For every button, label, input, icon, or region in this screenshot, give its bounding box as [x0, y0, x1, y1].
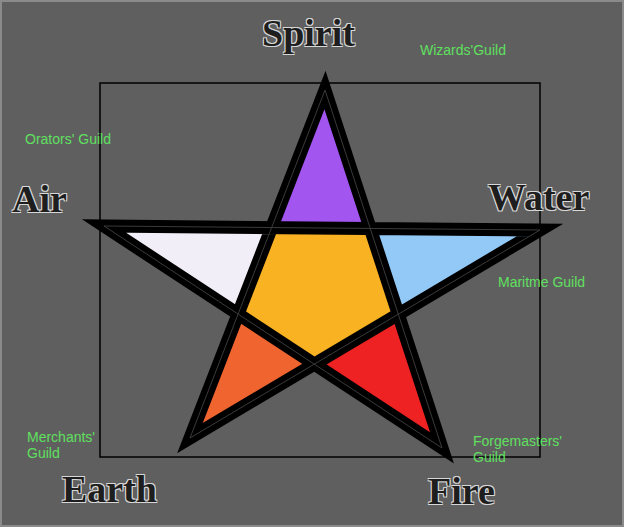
element-label: Water [488, 178, 589, 216]
pentagram-inner-lines [104, 90, 540, 448]
square-outline [100, 83, 540, 457]
pentagram-lines [104, 90, 540, 448]
guild-label: Orators' Guild [25, 131, 111, 147]
guild-label: Wizards'Guild [420, 42, 506, 58]
element-label: Earth [62, 470, 157, 508]
guild-label: Maritme Guild [498, 274, 618, 290]
element-label: Air [12, 180, 67, 218]
element-label: Fire [428, 472, 495, 510]
guild-label: Forgemasters' Guild [473, 433, 585, 465]
element-label: Spirit [262, 14, 355, 52]
guild-label: Merchants' Guild [27, 429, 107, 461]
